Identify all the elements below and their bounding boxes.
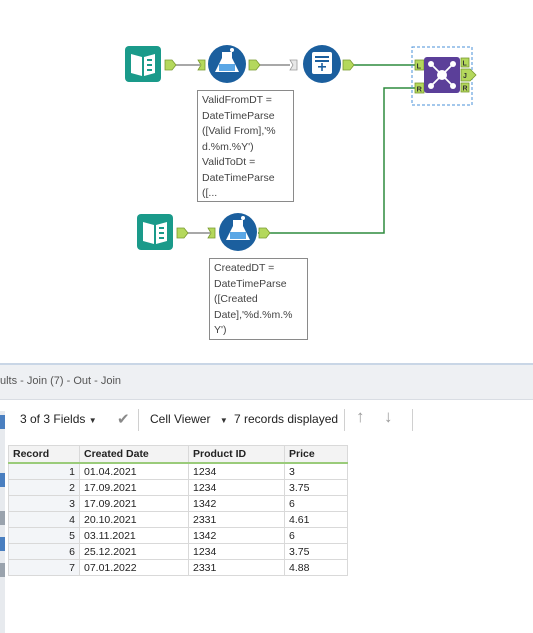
table-cell[interactable]: 03.11.2021 [79,527,189,544]
input-anchor[interactable] [207,227,216,239]
toolbar-divider [412,409,413,431]
record-cell[interactable]: 1 [8,462,80,480]
fields-dropdown[interactable]: 3 of 3 Fields ▼ [20,412,97,426]
table-row[interactable]: 1 01.04.2021 1234 3 [8,462,348,480]
arrow-up-icon[interactable]: ↑ [356,407,365,426]
join-tool[interactable] [424,57,460,93]
column-header-created-date[interactable]: Created Date [79,445,189,464]
records-count: 7 records displayed [234,412,339,426]
table-cell[interactable]: 20.10.2021 [79,511,189,528]
table-cell[interactable]: 2331 [188,559,285,576]
join-anchor-in-right-label: R [417,85,423,94]
rail-icon-more[interactable] [0,563,5,577]
table-cell[interactable]: 1234 [188,462,285,480]
toolbar-divider [344,409,345,431]
output-anchor[interactable] [248,59,261,71]
table-cell[interactable]: 17.09.2021 [79,495,189,512]
table-row[interactable]: 3 17.09.2021 1342 6 [8,495,348,512]
input-tool-2[interactable] [137,214,173,250]
table-cell[interactable]: 4.61 [284,511,348,528]
table-cell[interactable]: 1234 [188,543,285,560]
column-header-record[interactable]: Record [8,445,80,464]
column-header-product-id[interactable]: Product ID [188,445,285,464]
table-cell[interactable]: 1342 [188,527,285,544]
table-cell[interactable]: 6 [284,527,348,544]
results-window: ults - Join (7) - Out - Join 3 of 3 Fiel… [0,363,533,633]
column-header-price[interactable]: Price [284,445,348,464]
table-row[interactable]: 2 17.09.2021 1234 3.75 [8,479,348,496]
rail-icon-filter[interactable] [0,511,5,525]
table-row[interactable]: 7 07.01.2022 2331 4.88 [8,559,348,576]
output-anchor[interactable] [258,227,271,239]
record-cell[interactable]: 4 [8,511,80,528]
output-anchor[interactable] [164,59,177,71]
formula-tool-2[interactable] [219,213,257,251]
input-anchor[interactable] [197,59,206,71]
table-cell[interactable]: 3.75 [284,543,348,560]
output-anchor[interactable] [342,59,355,71]
results-table: Record Created Date Product ID Price 1 0… [8,445,348,576]
cell-viewer-label: Cell Viewer [150,412,211,426]
toolbar-divider [138,409,139,431]
workflow-diagram: L R L J R [125,45,477,251]
chevron-down-icon: ▼ [219,416,228,425]
table-cell[interactable]: 1342 [188,495,285,512]
table-row[interactable]: 4 20.10.2021 2331 4.61 [8,511,348,528]
join-anchor-out-right-label: R [463,86,468,93]
record-cell[interactable]: 5 [8,527,80,544]
table-cell[interactable]: 1234 [188,479,285,496]
record-cell[interactable]: 3 [8,495,80,512]
table-row[interactable]: 6 25.12.2021 1234 3.75 [8,543,348,560]
connector-formula2-join-right [258,87,415,234]
formula-tool-1[interactable] [208,45,246,83]
results-titlebar: ults - Join (7) - Out - Join [0,365,533,400]
table-cell[interactable]: 2331 [188,511,285,528]
join-selection-box [411,46,473,106]
formula-annotation-top: ValidFromDT = DateTimeParse ([Valid From… [197,90,294,202]
table-header-row: Record Created Date Product ID Price [8,445,348,464]
join-anchor-out-join-label: J [463,73,467,80]
table-cell[interactable]: 01.04.2021 [79,462,189,480]
rail-icon-table[interactable] [0,415,5,429]
table-cell[interactable]: 17.09.2021 [79,479,189,496]
input-tool-1[interactable] [125,46,161,82]
table-cell[interactable]: 3.75 [284,479,348,496]
select-tool[interactable] [303,45,341,83]
join-output-right[interactable] [460,82,470,93]
table-cell[interactable]: 3 [284,462,348,480]
join-anchor-out-left-label: L [463,61,468,68]
record-cell[interactable]: 2 [8,479,80,496]
panel-divider[interactable] [0,363,533,365]
left-rail [0,411,5,633]
input-anchor[interactable] [289,59,298,71]
record-cell[interactable]: 7 [8,559,80,576]
rail-icon-messages[interactable] [0,473,5,487]
chevron-down-icon: ▼ [88,416,97,425]
fields-label: 3 of 3 Fields [20,412,86,426]
table-cell[interactable]: 4.88 [284,559,348,576]
workflow-canvas[interactable]: L R L J R [0,0,533,363]
join-anchor-in-left-label: L [417,62,422,71]
results-title: ults - Join (7) - Out - Join [0,375,122,387]
output-anchor[interactable] [176,227,189,239]
table-cell[interactable]: 6 [284,495,348,512]
table-cell[interactable]: 25.12.2021 [79,543,189,560]
record-cell[interactable]: 6 [8,543,80,560]
rail-icon-sort[interactable] [0,537,5,551]
checkmark-icon[interactable]: ✔ [117,411,130,428]
arrow-down-icon[interactable]: ↓ [384,407,393,426]
table-cell[interactable]: 07.01.2022 [79,559,189,576]
table-row[interactable]: 5 03.11.2021 1342 6 [8,527,348,544]
join-output-left[interactable] [460,57,470,68]
formula-annotation-bottom: CreatedDT = DateTimeParse ([Created Date… [209,258,308,340]
join-output-join[interactable] [460,68,477,82]
results-toolbar: 3 of 3 Fields ▼ ✔ Cell Viewer ▼ 7 record… [10,407,533,435]
cell-viewer-dropdown[interactable]: Cell Viewer ▼ [150,412,228,426]
